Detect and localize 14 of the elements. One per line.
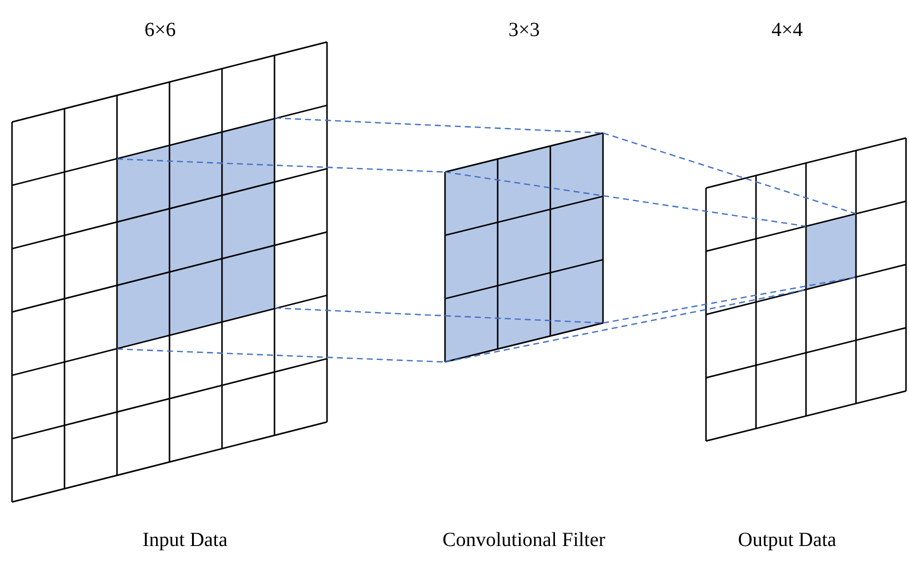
dashed-connector	[116, 158, 446, 173]
grid-caption: Input Data	[142, 528, 228, 552]
grid-caption: Output Data	[738, 528, 836, 552]
grid-size-label: 3×3	[508, 18, 540, 42]
grid-caption: Convolutional Filter	[442, 528, 606, 552]
dashed-connector	[274, 117, 604, 134]
dashed-connector	[602, 276, 856, 324]
dashed-connector	[444, 171, 806, 227]
grid-size-label: 6×6	[144, 18, 176, 42]
dashed-connector	[116, 348, 446, 363]
dashed-connector	[274, 307, 604, 324]
grid-size-label: 4×4	[772, 18, 803, 42]
dashed-connector	[444, 288, 806, 363]
dashed-connector	[602, 132, 856, 214]
